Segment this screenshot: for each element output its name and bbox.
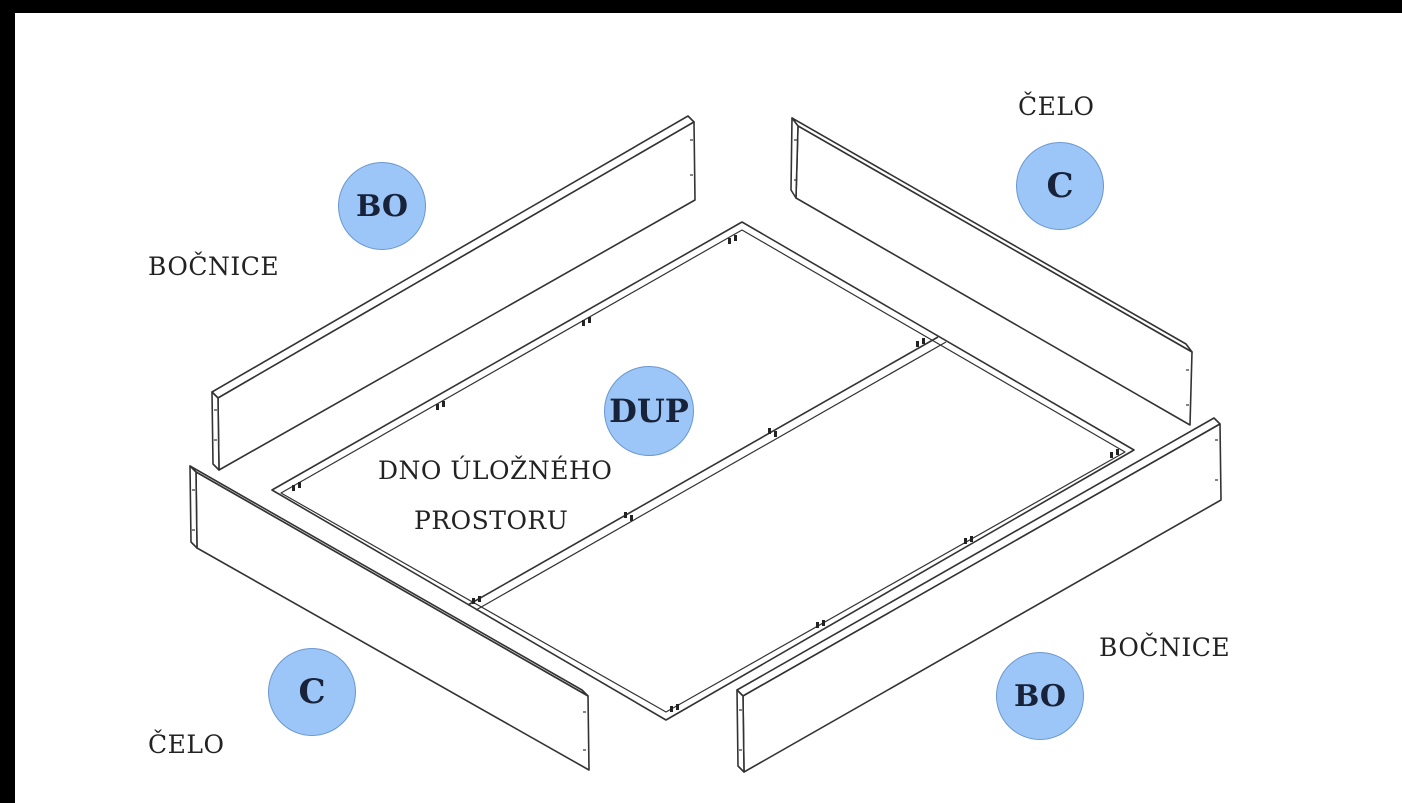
label-bocnice-left: BOČNICE [148, 252, 280, 281]
badge-c-top-text: C [1046, 166, 1074, 206]
frame-border-top [0, 0, 1402, 13]
label-dno-line2: PROSTORU [414, 506, 569, 535]
badge-dup-text: DUP [609, 392, 689, 430]
badge-dup: DUP [604, 366, 694, 456]
frame-border-left [0, 0, 15, 803]
label-celo-top: ČELO [1018, 92, 1095, 121]
label-dno-line1: DNO ÚLOŽNÉHO [378, 456, 613, 485]
side-panel-bottom-right [736, 417, 1222, 773]
connector-marks [292, 235, 1119, 712]
end-panel-top-right [790, 117, 1193, 426]
badge-bo-bottom-text: BO [1013, 678, 1067, 714]
badge-c-top: C [1016, 142, 1104, 230]
badge-c-bottom-text: C [298, 672, 326, 712]
label-bocnice-right: BOČNICE [1099, 633, 1231, 662]
side-panel-top-left [211, 115, 696, 471]
badge-bo-top: BO [338, 162, 426, 250]
label-celo-bottom: ČELO [148, 730, 225, 759]
badge-bo-top-text: BO [355, 188, 409, 224]
badge-c-bottom: C [268, 648, 356, 736]
badge-bo-bottom: BO [996, 652, 1084, 740]
end-panel-bottom-left [189, 465, 590, 771]
